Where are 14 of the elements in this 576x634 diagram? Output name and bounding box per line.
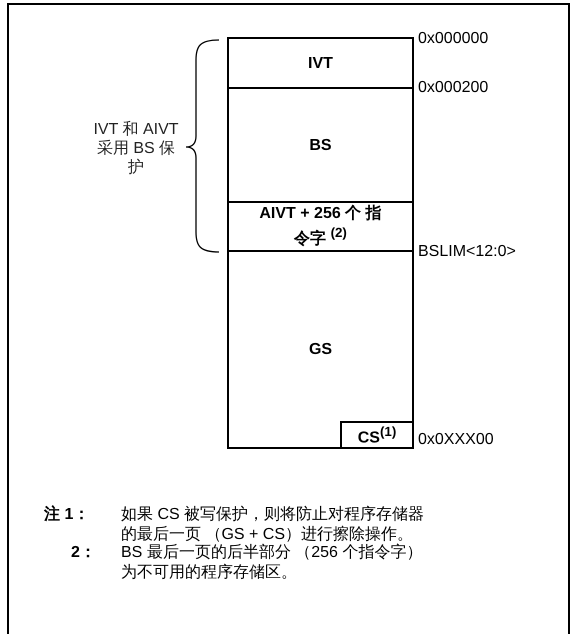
memory-region: AIVT + 256 个 指令字 $^{(2)}$ bbox=[227, 201, 414, 252]
address-label: 0x000000 bbox=[418, 29, 488, 49]
note-text: BS 最后一页的后半部分 （256 个指令字）为不可用的程序存储区。 bbox=[121, 543, 424, 583]
address-label: 0x0XXX00 bbox=[418, 430, 494, 450]
address-label: BSLIM<12:0> bbox=[418, 242, 516, 262]
note-number: 2： bbox=[71, 543, 96, 563]
memory-region: GS CS$^{(1)}$ bbox=[227, 250, 414, 449]
brace-label: IVT 和 AIVT 采用 BS 保护 bbox=[92, 120, 180, 177]
memory-region: CS$^{(1)}$ bbox=[340, 421, 414, 449]
address-label: 0x000200 bbox=[418, 78, 488, 98]
memory-region: IVT bbox=[227, 37, 414, 89]
note-number: 注 1： bbox=[44, 505, 90, 525]
note-text: 如果 CS 被写保护，则将防止对程序存储器的最后一页 （GS + CS）进行擦除操作。 bbox=[121, 505, 426, 544]
memory-region: BS bbox=[227, 87, 414, 203]
